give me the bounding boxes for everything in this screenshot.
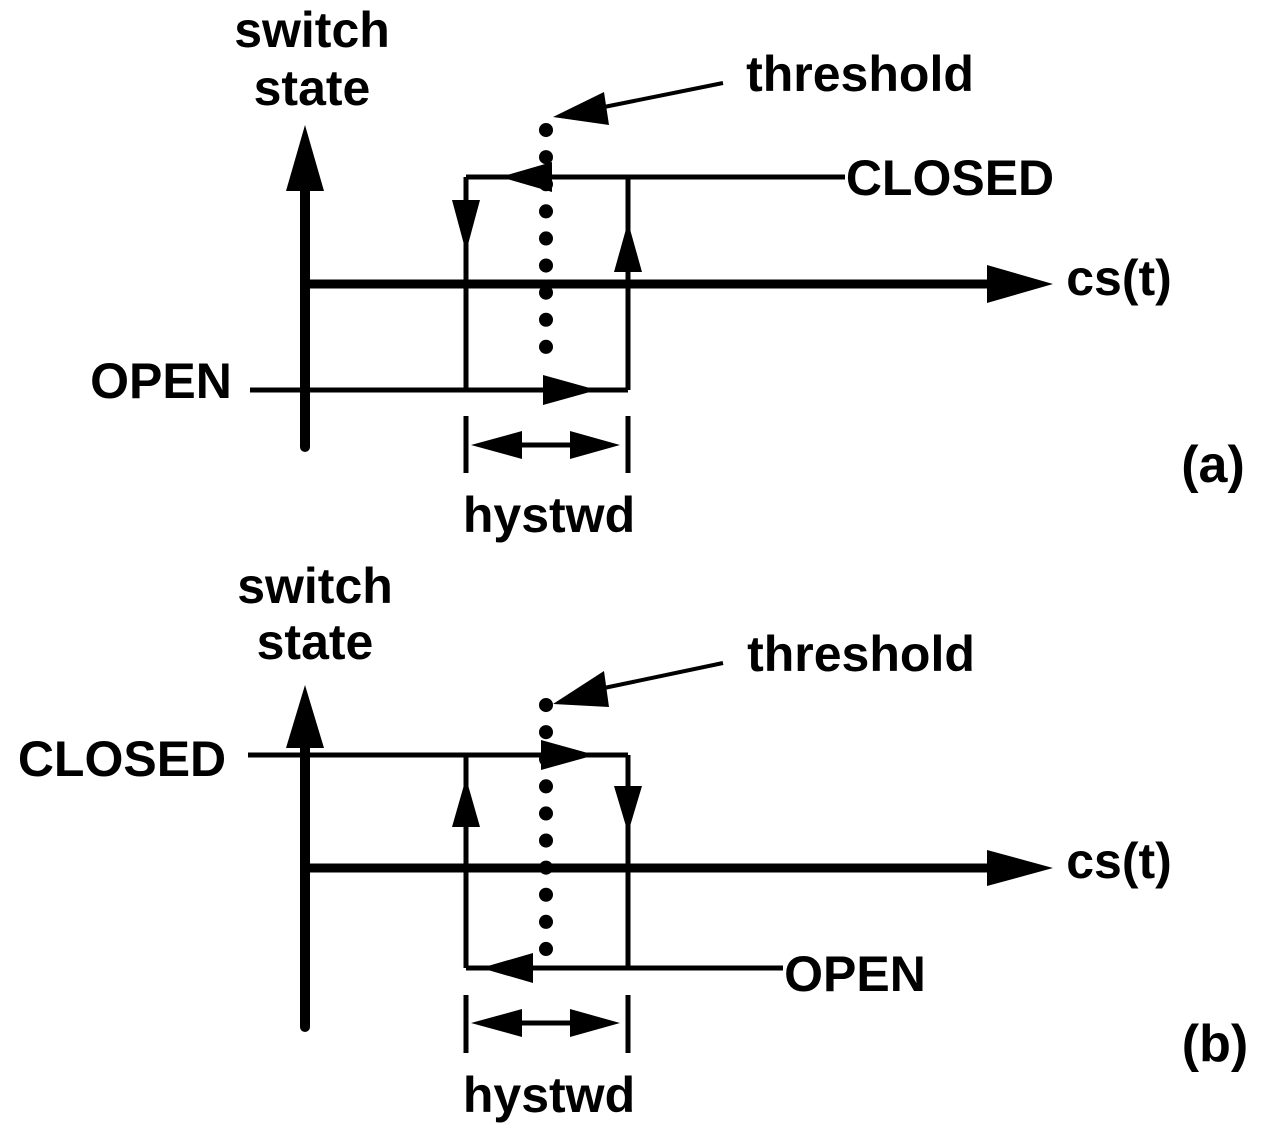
y-axis-label-line2: state: [254, 60, 371, 116]
x-axis-arrowhead: [987, 850, 1053, 886]
open-left-arrowhead: [481, 953, 533, 983]
up-transition-arrowhead: [452, 778, 480, 827]
y-axis-label-line2: state: [257, 614, 374, 670]
diagram-b: switch state threshold CLOSED cs(t) OPEN…: [18, 558, 1248, 1123]
closed-label: CLOSED: [18, 731, 226, 787]
up-transition-arrowhead: [614, 222, 642, 272]
diagram-caption: (b): [1182, 1015, 1248, 1073]
diagram-a: switch state threshold CLOSED cs(t) OPEN…: [90, 2, 1245, 543]
diagram-caption: (a): [1181, 436, 1245, 494]
closed-left-arrowhead: [500, 162, 552, 192]
hystwd-left-arrowhead: [471, 431, 522, 459]
down-transition-arrowhead: [614, 786, 642, 833]
closed-right-arrowhead: [541, 740, 595, 770]
hystwd-left-arrowhead: [471, 1009, 522, 1037]
threshold-label: threshold: [747, 626, 975, 682]
closed-label: CLOSED: [846, 150, 1054, 206]
threshold-pointer-arrowhead: [553, 671, 609, 707]
y-axis-arrowhead: [286, 685, 324, 748]
threshold-pointer-line: [603, 661, 724, 690]
hystwd-right-arrowhead: [570, 431, 620, 459]
threshold-label: threshold: [746, 46, 974, 102]
hystwd-label: hystwd: [463, 487, 635, 543]
x-axis-label: cs(t): [1066, 250, 1172, 306]
down-transition-arrowhead: [452, 200, 480, 252]
x-axis-arrowhead: [987, 265, 1053, 303]
threshold-pointer-arrowhead: [553, 92, 609, 125]
open-label: OPEN: [90, 353, 232, 409]
y-axis-label-line1: switch: [234, 2, 390, 58]
threshold-pointer-line: [603, 81, 724, 109]
y-axis-label-line1: switch: [237, 558, 393, 614]
open-right-arrowhead: [543, 375, 597, 405]
y-axis-arrowhead: [286, 125, 324, 191]
open-label: OPEN: [784, 946, 926, 1002]
hystwd-right-arrowhead: [570, 1009, 620, 1037]
x-axis-label: cs(t): [1066, 833, 1172, 889]
hystwd-label: hystwd: [463, 1067, 635, 1123]
